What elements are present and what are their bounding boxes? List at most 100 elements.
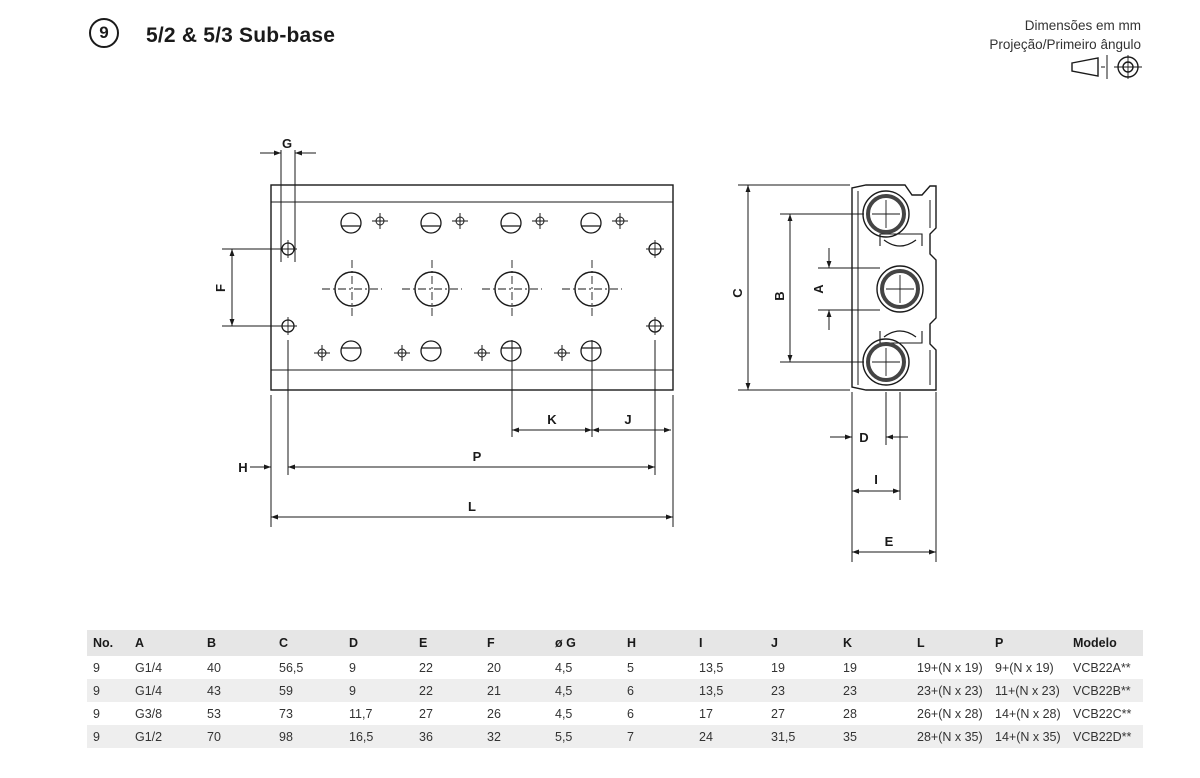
table-cell: 22 [419, 660, 433, 675]
side-port-middle [876, 265, 924, 313]
col-header-p: P [989, 630, 1067, 656]
table-row: 9 G3/8 53 73 11,7 27 26 4,5 6 17 27 28 2… [87, 702, 1143, 725]
page-header: 9 5/2 & 5/3 Sub-base Dimensões em mm Pro… [0, 0, 1200, 90]
table-cell: G1/4 [135, 660, 163, 675]
dim-label-a: A [811, 284, 826, 294]
bottom-thread-marks [314, 345, 570, 361]
table-cell-model: VCB22D** [1067, 725, 1143, 748]
page-title: 5/2 & 5/3 Sub-base [146, 24, 336, 47]
table-cell: 28+(N x 35) [911, 725, 989, 748]
table-cell: 27 [419, 706, 433, 721]
top-view [270, 184, 674, 391]
dim-label-d: D [859, 430, 868, 445]
table-cell: 19 [843, 660, 857, 675]
col-header-a: A [129, 630, 201, 656]
table-cell: 9 [349, 660, 356, 675]
table-cell: 26 [487, 706, 501, 721]
dim-label-p: P [473, 449, 482, 464]
table-cell: 73 [279, 706, 293, 721]
col-header-k: K [837, 630, 911, 656]
table-cell: 98 [273, 725, 343, 748]
table-cell: 11+(N x 23) [989, 679, 1067, 702]
table-cell: 35 [837, 725, 911, 748]
dim-label-h: H [238, 460, 247, 475]
dim-label-e: E [885, 534, 894, 549]
table-cell: 9 [87, 725, 129, 748]
table-cell: 6 [621, 679, 693, 702]
table-cell: 32 [481, 725, 549, 748]
col-header-l: L [911, 630, 989, 656]
dim-label-b: B [772, 291, 787, 300]
table-row: 9 G1/2 70 98 16,5 36 32 5,5 7 24 31,5 35… [87, 725, 1143, 748]
pilot-port [420, 212, 442, 234]
table-row: 9 G1/4 40 56,5 9 22 20 4,5 5 13,5 19 19 … [87, 656, 1143, 679]
dim-label-c: C [730, 288, 745, 298]
table-cell: 24 [693, 725, 765, 748]
section-number-badge: 9 [89, 18, 119, 48]
table-cell: 19+(N x 19) [917, 660, 983, 675]
dimensions-table: No. A B C D E F ø G H I J K L P Modelo 9… [87, 630, 1143, 748]
table-cell: 21 [481, 679, 549, 702]
dim-label-i: I [874, 472, 878, 487]
table-cell: 70 [201, 725, 273, 748]
table-cell: 4,5 [555, 706, 573, 721]
pilot-port [500, 212, 522, 234]
bottom-pilot-port-row [340, 340, 602, 362]
table-cell: 5 [627, 660, 634, 675]
col-header-g: ø G [549, 630, 621, 656]
table-cell: 7 [621, 725, 693, 748]
table-cell: 13,5 [699, 660, 724, 675]
table-cell: 28 [843, 706, 857, 721]
pilot-port [420, 340, 442, 362]
table-cell: 14+(N x 28) [995, 706, 1061, 721]
table-cell: 17 [699, 706, 713, 721]
col-header-b: B [201, 630, 273, 656]
col-header-d: D [343, 630, 413, 656]
table-cell: 9 [93, 706, 100, 721]
side-ports [862, 190, 924, 386]
pilot-port [580, 212, 602, 234]
table-cell: 53 [207, 706, 221, 721]
side-profile-outline [851, 184, 937, 391]
units-line: Dimensões em mm [1024, 18, 1141, 33]
side-view [851, 184, 937, 391]
pilot-port [340, 340, 362, 362]
table-cell: 4,5 [549, 679, 621, 702]
top-thread-marks [372, 213, 628, 229]
table-cell: 40 [207, 660, 221, 675]
table-cell: 11,7 [349, 706, 373, 721]
top-pilot-port-row [340, 212, 602, 234]
table-cell: 43 [201, 679, 273, 702]
table-cell: 59 [273, 679, 343, 702]
table-cell: 9 [93, 660, 100, 675]
table-cell: 20 [487, 660, 501, 675]
table-cell: G1/4 [129, 679, 201, 702]
dim-label-f: F [213, 284, 228, 292]
dim-label-l: L [468, 499, 476, 514]
table-cell: 9 [87, 679, 129, 702]
table-cell: G1/2 [129, 725, 201, 748]
table-cell: 26+(N x 28) [917, 706, 983, 721]
table-cell: 56,5 [279, 660, 304, 675]
table-cell: 27 [771, 706, 785, 721]
first-angle-projection-icon [1071, 55, 1142, 79]
table-row: 9 G1/4 43 59 9 22 21 4,5 6 13,5 23 23 23… [87, 679, 1143, 702]
projection-line: Projeção/Primeiro ângulo [989, 37, 1141, 52]
dim-label-j: J [624, 412, 631, 427]
top-view-dimensions [222, 150, 674, 527]
table-cell: 13,5 [693, 679, 765, 702]
table-cell: 23 [837, 679, 911, 702]
table-cell: 9 [343, 679, 413, 702]
table-cell-model: VCB22C** [1073, 706, 1132, 721]
table-cell: 19 [771, 660, 785, 675]
table-cell: 23 [765, 679, 837, 702]
col-header-modelo: Modelo [1067, 630, 1143, 656]
table-cell: 36 [413, 725, 481, 748]
table-cell: 31,5 [765, 725, 837, 748]
col-header-i: I [693, 630, 765, 656]
col-header-e: E [413, 630, 481, 656]
table-cell: 4,5 [555, 660, 573, 675]
table-cell: 5,5 [549, 725, 621, 748]
table-cell-model: VCB22B** [1067, 679, 1143, 702]
pilot-port [580, 340, 602, 362]
